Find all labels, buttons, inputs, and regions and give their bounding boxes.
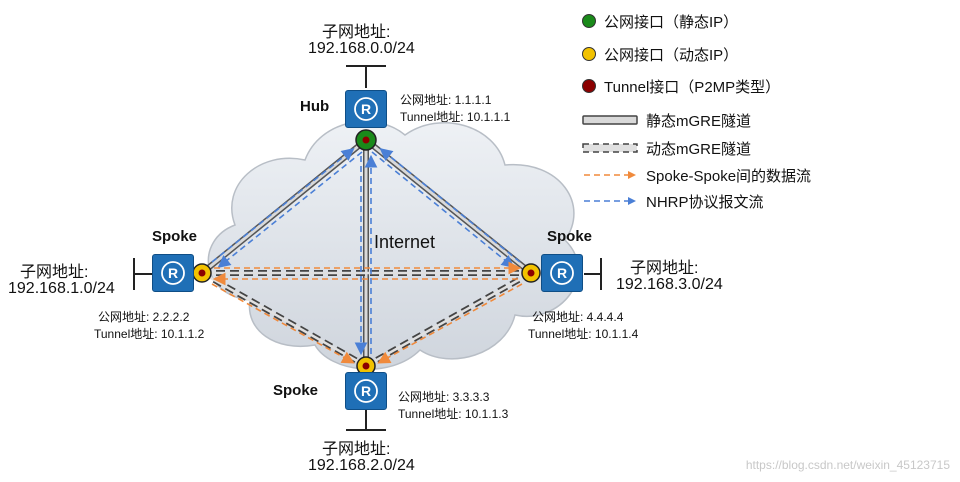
left-spoke-interface-dynamic xyxy=(192,263,212,283)
left-spoke-router-icon: R xyxy=(152,254,194,292)
left-subnet-label: 子网地址: xyxy=(20,264,89,281)
bottom-subnet-label: 子网地址: xyxy=(322,441,391,458)
right-subnet-value: 192.168.3.0/24 xyxy=(616,276,723,293)
hub-router-icon: R xyxy=(345,90,387,128)
spoke-data-flows xyxy=(211,261,523,364)
yellow-dot-icon xyxy=(582,47,596,61)
hub-router-glyph: R xyxy=(361,101,371,117)
bottom-spoke-title: Spoke xyxy=(273,382,319,399)
green-dot-icon xyxy=(582,14,596,28)
legend-static-tunnel-text: 静态mGRE隧道 xyxy=(646,112,752,130)
hub-public-address: 公网地址: 1.1.1.1 xyxy=(400,93,492,107)
legend-data-flow-text: Spoke-Spoke间的数据流 xyxy=(646,167,812,185)
legend-dynamic-tunnel-text: 动态mGRE隧道 xyxy=(646,140,752,158)
legend-dynamic-ip-text: 公网接口（动态IP） xyxy=(604,46,739,64)
static-tunnel-icon xyxy=(582,115,638,125)
hub-tunnel-address: Tunnel地址: 10.1.1.1 xyxy=(400,110,511,124)
legend-static-ip: 公网接口（静态IP） xyxy=(582,11,738,31)
legend-tunnel-interface: Tunnel接口（P2MP类型） xyxy=(582,76,780,96)
watermark: https://blog.csdn.net/weixin_45123715 xyxy=(745,458,950,472)
right-tunnel-address: Tunnel地址: 10.1.1.4 xyxy=(528,327,639,341)
blue-arrow-icon xyxy=(584,197,636,205)
right-router-glyph: R xyxy=(557,265,567,281)
red-dot-icon xyxy=(582,79,596,93)
subnet-lines xyxy=(133,65,602,431)
nhrp-flows xyxy=(211,147,521,356)
internet-label: Internet xyxy=(374,232,436,252)
legend-static-ip-text: 公网接口（静态IP） xyxy=(604,13,739,31)
left-router-glyph: R xyxy=(168,265,178,281)
internet-cloud xyxy=(207,120,579,370)
dynamic-tunnel-icon xyxy=(582,143,638,153)
legend-nhrp-flow: NHRP协议报文流 xyxy=(582,191,764,211)
bottom-spoke-router-icon: R xyxy=(345,372,387,410)
hub-title: Hub xyxy=(300,98,330,115)
hub-interface-static xyxy=(355,129,377,151)
legend-tunnel-interface-text: Tunnel接口（P2MP类型） xyxy=(604,78,781,96)
bottom-router-glyph: R xyxy=(361,383,371,399)
bottom-tunnel-address: Tunnel地址: 10.1.1.3 xyxy=(398,407,509,421)
left-subnet-value: 192.168.1.0/24 xyxy=(8,280,115,297)
left-public-address: 公网地址: 2.2.2.2 xyxy=(98,310,190,324)
right-spoke-interface-dynamic xyxy=(521,263,541,283)
legend-dynamic-ip: 公网接口（动态IP） xyxy=(582,44,738,64)
right-subnet-label: 子网地址: xyxy=(630,260,699,277)
legend-dynamic-tunnel: 动态mGRE隧道 xyxy=(582,138,751,158)
legend-static-tunnel: 静态mGRE隧道 xyxy=(582,110,751,130)
legend-data-flow: Spoke-Spoke间的数据流 xyxy=(582,165,811,185)
bottom-subnet-value: 192.168.2.0/24 xyxy=(308,457,415,474)
right-public-address: 公网地址: 4.4.4.4 xyxy=(532,310,624,324)
left-tunnel-address: Tunnel地址: 10.1.1.2 xyxy=(94,327,205,341)
static-tunnels xyxy=(200,137,533,366)
hub-subnet-value: 192.168.0.0/24 xyxy=(308,40,415,57)
left-spoke-title: Spoke xyxy=(152,228,198,245)
bottom-public-address: 公网地址: 3.3.3.3 xyxy=(398,390,490,404)
dynamic-tunnels xyxy=(200,270,533,369)
right-spoke-title: Spoke xyxy=(547,228,593,245)
hub-subnet-label: 子网地址: xyxy=(322,24,391,41)
right-spoke-router-icon: R xyxy=(541,254,583,292)
legend-nhrp-flow-text: NHRP协议报文流 xyxy=(646,193,764,211)
orange-arrow-icon xyxy=(584,171,636,179)
